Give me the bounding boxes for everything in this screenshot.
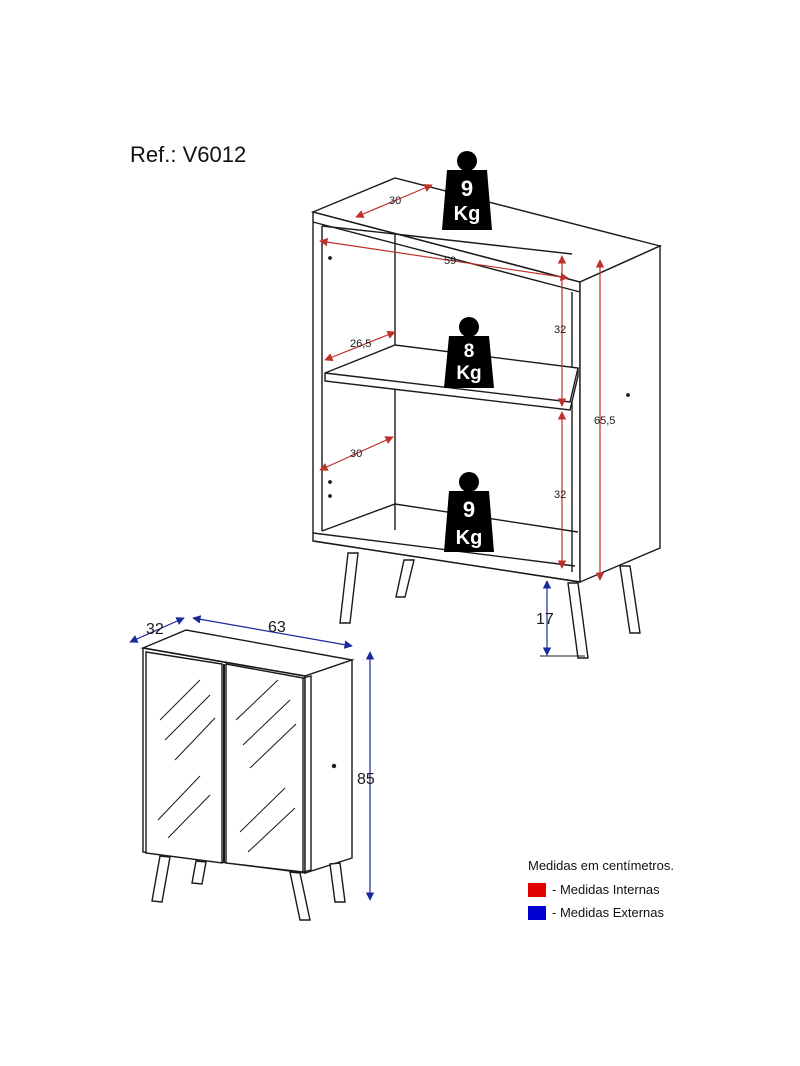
weight-top-number: 9 [461, 176, 473, 201]
label-leg-height: 17 [536, 611, 554, 628]
weight-top-unit: Kg [454, 203, 481, 225]
label-lower-height: 32 [554, 489, 566, 501]
label-upper-height: 32 [554, 324, 566, 336]
legend-swatch-internal [528, 882, 546, 897]
weight-icon-top: 9 Kg [442, 151, 492, 230]
legend-item-internal: - Medidas Internas [528, 882, 674, 897]
label-shelf-depth: 26,5 [350, 338, 371, 350]
weight-middle-number: 8 [464, 341, 475, 362]
external-dimensions [129, 615, 375, 901]
legend-title: Medidas em centímetros. [528, 858, 674, 873]
label-width: 63 [268, 619, 286, 636]
legend: Medidas em centímetros. - Medidas Intern… [528, 858, 674, 928]
label-depth: 32 [146, 621, 164, 638]
label-inner-width: 59 [444, 255, 456, 267]
internal-dimensions [319, 184, 605, 581]
legend-label-internal: - Medidas Internas [552, 882, 660, 897]
external-leg-dimension [540, 580, 585, 657]
closed-cabinet [140, 629, 355, 921]
weight-bottom-number: 9 [463, 497, 475, 522]
weight-middle-unit: Kg [456, 363, 481, 384]
label-bottom-depth: 30 [350, 448, 362, 460]
legend-item-external: - Medidas Externas [528, 905, 674, 920]
weight-icon-bottom: 9 Kg [444, 472, 494, 552]
legend-label-external: - Medidas Externas [552, 905, 664, 920]
reference-code: Ref.: V6012 [130, 142, 247, 167]
label-top-depth: 30 [389, 195, 401, 207]
weight-icon-middle: 8 Kg [444, 317, 494, 388]
label-body-height: 65,5 [594, 415, 615, 427]
legend-swatch-external [528, 905, 546, 920]
label-height: 85 [357, 771, 375, 788]
weight-bottom-unit: Kg [456, 527, 483, 549]
